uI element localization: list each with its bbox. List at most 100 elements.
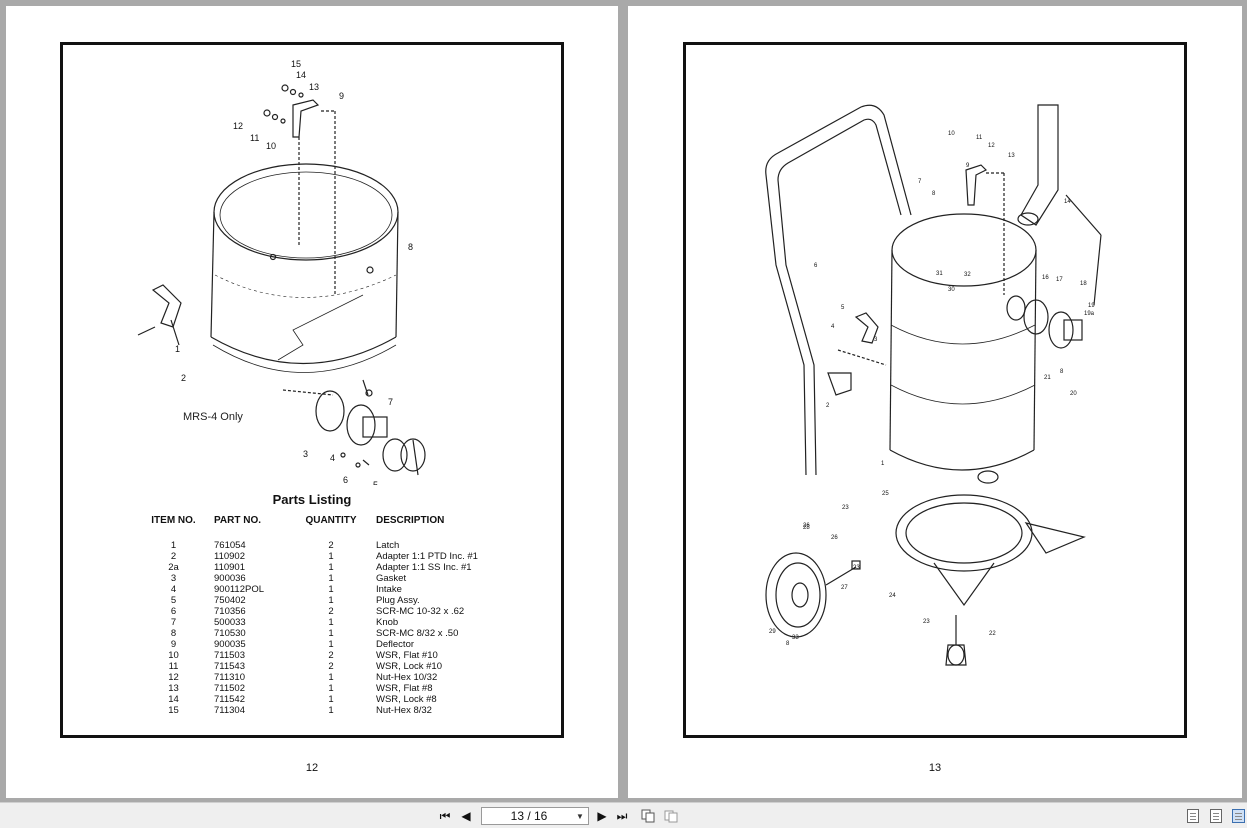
callout-11: 11 xyxy=(976,135,983,141)
description-cell: Latch xyxy=(376,540,400,551)
callout-26: 26 xyxy=(803,523,810,529)
item-no-cell: 15 xyxy=(168,705,179,716)
callout-2: 2 xyxy=(826,403,830,409)
callout-26b: 26 xyxy=(831,535,838,541)
description-cell: WSR, Lock #10 xyxy=(376,661,442,672)
part-no-cell: 711310 xyxy=(214,672,245,683)
part-no-cell: 900112POL xyxy=(214,584,265,595)
callout-19a: 19a xyxy=(1084,311,1095,317)
quantity-cell: 2 xyxy=(328,540,334,551)
item-no-cell: 2 xyxy=(170,551,177,562)
part-no-cell: 711542 xyxy=(214,694,245,705)
item-no-cell: 2a xyxy=(168,562,179,573)
previous-page-button[interactable]: ◀ xyxy=(461,809,471,823)
callout-22: 22 xyxy=(989,631,996,637)
item-no-cell: 7 xyxy=(170,617,177,628)
description-cell: WSR, Lock #8 xyxy=(376,694,437,705)
single-page-view-icon[interactable] xyxy=(1187,809,1199,823)
callout-21: 21 xyxy=(1044,375,1051,381)
description-cell: Nut-Hex 8/32 xyxy=(376,705,432,716)
callout-19: 19 xyxy=(1088,303,1095,309)
callout-10: 10 xyxy=(948,131,955,137)
exploded-drum-diagram: 15 14 13 9 12 11 10 8 1 2 7 3 4 6 5 xyxy=(137,59,426,485)
copy-icon[interactable] xyxy=(640,808,656,824)
item-no-cell: 11 xyxy=(168,661,179,672)
first-page-button[interactable]: ⏮ xyxy=(439,808,451,823)
description-cell: Nut-Hex 10/32 xyxy=(376,672,438,683)
two-page-view-icon[interactable] xyxy=(1232,809,1245,823)
callout-23c: 23 xyxy=(923,619,930,625)
callout-14: 14 xyxy=(1064,199,1071,205)
quantity-cell: 1 xyxy=(328,683,334,694)
current-page-value: 13 / 16 xyxy=(510,809,548,823)
quantity-cell: 1 xyxy=(328,705,334,716)
callout-13: 13 xyxy=(1008,153,1015,159)
quantity-cell: 1 xyxy=(328,551,334,562)
quantity-cell: 1 xyxy=(328,628,334,639)
part-no-cell: 900036 xyxy=(214,573,246,584)
quantity-cell: 1 xyxy=(328,694,334,705)
exploded-cart-diagram: 10 11 12 13 9 7 8 6 14 31 32 30 16 17 18… xyxy=(765,104,1102,666)
col-quantity: QUANTITY xyxy=(305,515,357,526)
callout-29: 29 xyxy=(769,629,776,635)
callout-28: 28 xyxy=(803,525,810,531)
part-no-cell: 110902 xyxy=(214,551,245,562)
continuous-view-icon[interactable] xyxy=(1210,809,1222,823)
document-page-12: 15 14 13 9 12 11 10 8 1 2 7 3 4 6 5 MRS-… xyxy=(6,6,618,798)
callout-24: 24 xyxy=(889,593,896,599)
callout-1: 1 xyxy=(175,344,180,354)
part-no-cell: 750402 xyxy=(214,595,246,606)
description-cell: Adapter 1:1 SS Inc. #1 xyxy=(376,562,472,573)
callout-9: 9 xyxy=(966,163,970,169)
description-cell: SCR-MC 8/32 x .50 xyxy=(376,628,459,639)
parts-listing-title: Parts Listing xyxy=(272,492,352,507)
description-cell: Plug Assy. xyxy=(376,595,420,606)
description-cell: Deflector xyxy=(376,639,415,650)
pages-icon[interactable] xyxy=(663,808,679,824)
col-part-no: PART NO. xyxy=(214,515,262,526)
item-no-cell: 8 xyxy=(170,628,177,639)
item-no-cell: 1 xyxy=(170,540,177,551)
callout-8b: 8 xyxy=(1060,369,1064,375)
callout-6: 6 xyxy=(343,475,348,485)
callout-31: 31 xyxy=(936,271,943,277)
callout-3: 3 xyxy=(874,337,878,343)
description-cell: WSR, Flat #10 xyxy=(376,650,438,661)
table-row: 14 711542 1 WSR, Lock #8 xyxy=(133,694,526,705)
callout-27: 27 xyxy=(841,585,848,591)
last-page-button[interactable]: ⏭ xyxy=(616,808,628,823)
page-selector[interactable]: 13 / 16 ▼ xyxy=(481,807,589,825)
item-no-cell: 14 xyxy=(168,694,179,705)
part-no-cell: 500033 xyxy=(214,617,246,628)
callout-4: 4 xyxy=(330,453,335,463)
callout-10: 10 xyxy=(266,141,276,151)
item-no-cell: 13 xyxy=(168,683,179,694)
next-page-button[interactable]: ▶ xyxy=(597,809,607,823)
col-item-no: ITEM NO. xyxy=(151,515,196,526)
quantity-cell: 1 xyxy=(328,584,334,595)
callout-12: 12 xyxy=(233,121,243,131)
callout-23: 23 xyxy=(842,505,849,511)
callout-4: 4 xyxy=(831,324,835,330)
callout-16: 16 xyxy=(1042,275,1049,281)
callout-1: 1 xyxy=(881,461,885,467)
callout-17: 17 xyxy=(1056,277,1063,283)
page-border-frame: 15 14 13 9 12 11 10 8 1 2 7 3 4 6 5 MRS-… xyxy=(60,42,564,738)
callout-8: 8 xyxy=(408,242,413,252)
quantity-cell: 2 xyxy=(328,606,334,617)
item-no-cell: 5 xyxy=(170,595,177,606)
page-number: 12 xyxy=(305,762,319,774)
callout-7: 7 xyxy=(388,397,393,407)
